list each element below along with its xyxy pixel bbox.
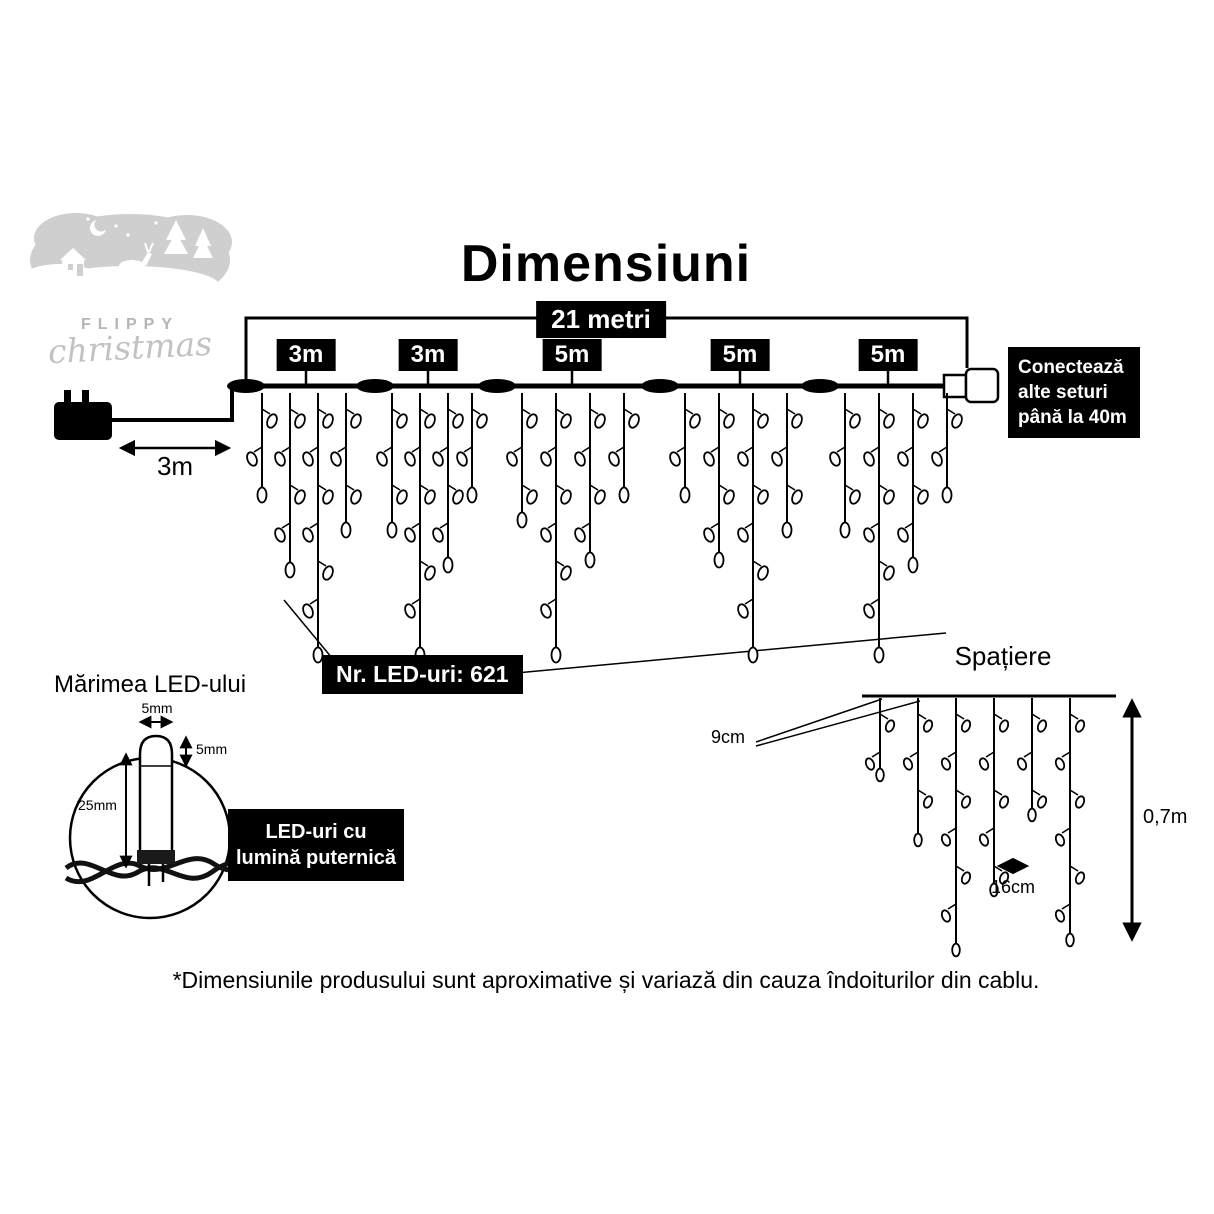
segment-label-2: 3m [398,339,458,371]
drop-spacing-label: 9cm [711,727,746,747]
segment-label-1: 3m [276,339,336,371]
icicle-strands [246,393,963,664]
lead-length-label: 3m [156,451,194,481]
drop-height-label: 0,7m [1143,806,1188,828]
page-title: Dimensiuni [460,235,752,293]
led-note: LED-uri cu lumină puternică [228,809,404,881]
wavy-cable-icon [64,856,241,885]
end-connector-icon [942,367,1000,404]
brand-logo: FLIPPY christmas [24,206,236,371]
footnote: *Dimensiunile produsului sunt aproximati… [172,967,1040,993]
led-size-title: Mărimea LED-ului [54,671,247,698]
brand-name: FLIPPY [80,316,179,333]
power-plug-icon [54,386,246,440]
led-cap-height-label: 5mm [196,741,228,757]
spacing-example-strands [864,698,1086,958]
led-count-pointer-lines [283,599,947,677]
led-measure-arrows [119,715,193,869]
total-length-label: 21 metri [536,301,666,338]
led-spacing-label: 16cm [990,877,1036,897]
led-count-label: Nr. LED-uri: 621 [322,655,523,694]
segment-label-5: 5m [858,339,918,371]
led-bulb-icon [137,734,175,886]
drop-spacing-pointer-lines [755,698,921,747]
cable-connector-icons [227,379,839,393]
led-total-height-label: 25mm [78,797,117,813]
led-width-label: 5mm [141,700,173,716]
connect-note: Conectează alte seturi până la 40m [1008,347,1140,439]
logo-winter-scene-icon [24,213,232,306]
spacing-title: Spațiere [954,641,1052,671]
segment-label-4: 5m [710,339,770,371]
segment-label-3: 5m [542,339,602,371]
